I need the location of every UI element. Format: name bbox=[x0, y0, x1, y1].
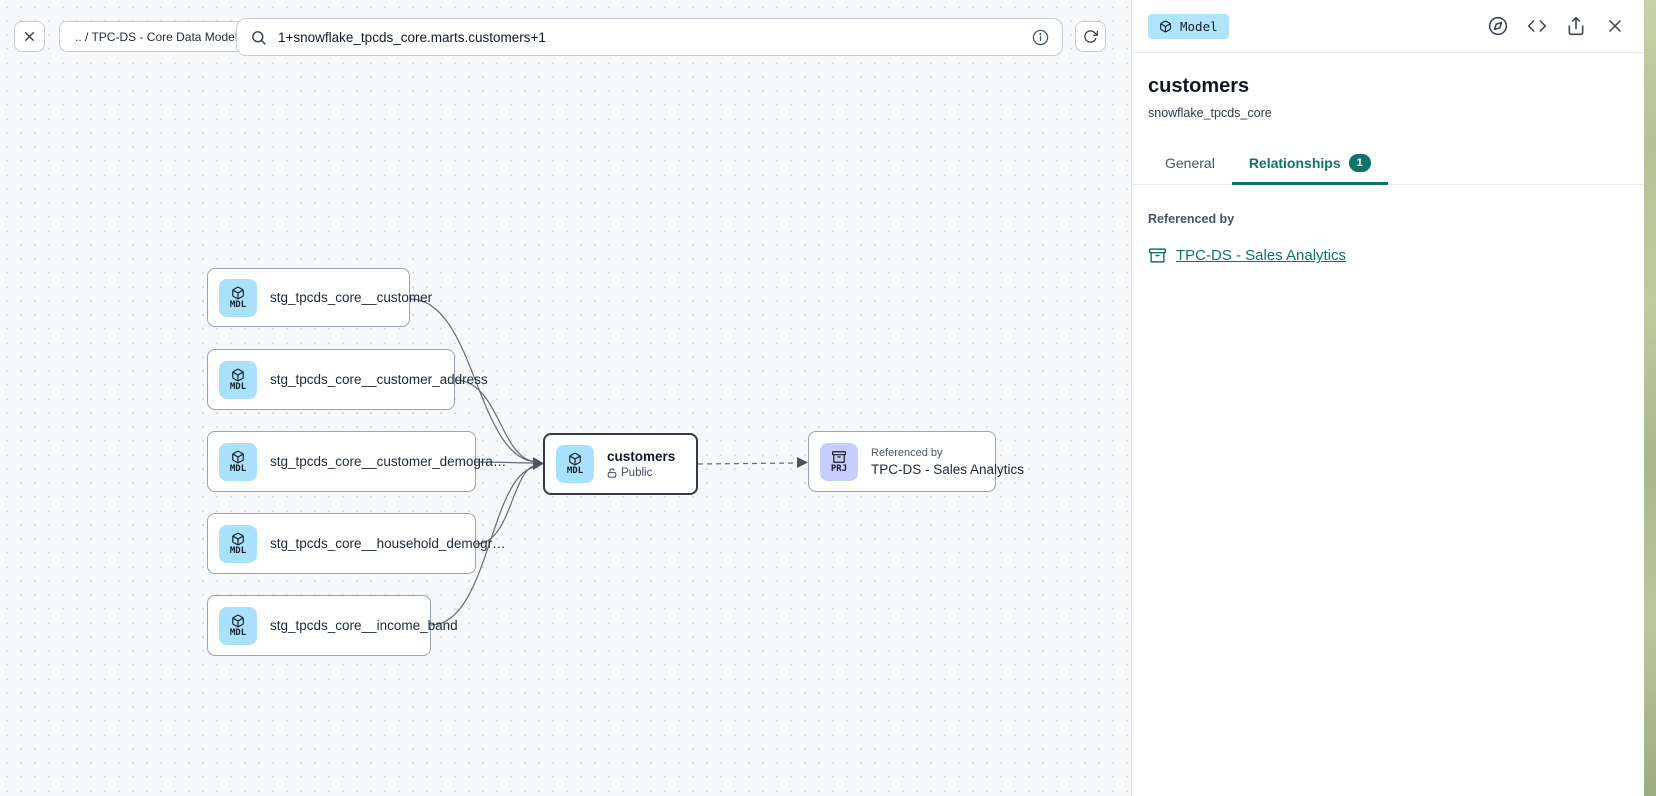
code-icon bbox=[1527, 20, 1547, 32]
referenced-by-heading: Referenced by bbox=[1148, 212, 1235, 227]
panel-tabs: General Relationships 1 bbox=[1132, 144, 1644, 186]
model-node-stg-customer-demographics[interactable]: MDL stg_tpcds_core__customer_demogra… bbox=[207, 431, 506, 492]
node-label: stg_tpcds_core__household_demogr… bbox=[270, 536, 506, 551]
panel-header-actions bbox=[1488, 16, 1625, 36]
tab-general[interactable]: General bbox=[1148, 144, 1232, 184]
refresh-icon bbox=[1084, 30, 1098, 43]
node-label: stg_tpcds_core__customer bbox=[270, 290, 433, 305]
chip-type-label: MDL bbox=[229, 299, 247, 310]
cube-icon bbox=[569, 452, 581, 466]
desktop-wallpaper-sliver bbox=[1644, 0, 1656, 796]
view-code-button[interactable] bbox=[1527, 16, 1547, 36]
model-type-chip: MDL bbox=[219, 360, 257, 399]
explore-lineage-button[interactable] bbox=[1488, 16, 1508, 36]
node-label: stg_tpcds_core__customer_demogra… bbox=[270, 454, 507, 469]
refresh-button[interactable] bbox=[1075, 21, 1106, 52]
model-type-chip: MDL bbox=[219, 278, 257, 317]
chip-type-label: MDL bbox=[229, 463, 247, 474]
share-button[interactable] bbox=[1566, 16, 1586, 36]
lineage-edges bbox=[409, 298, 808, 626]
model-type-chip: MDL bbox=[219, 524, 257, 563]
unlock-icon bbox=[607, 468, 617, 478]
model-type-chip: MDL bbox=[219, 442, 257, 481]
lineage-search-bar bbox=[236, 18, 1063, 56]
project-type-chip: PRJ bbox=[820, 442, 858, 481]
lineage-canvas[interactable]: MDL stg_tpcds_core__customer MDL stg_tpc… bbox=[0, 0, 1131, 796]
model-type-badge-label: Model bbox=[1180, 18, 1218, 34]
visibility-row: Public bbox=[607, 467, 675, 479]
info-icon bbox=[1032, 29, 1049, 45]
tab-relationships-label: Relationships bbox=[1248, 155, 1341, 172]
archive-icon bbox=[832, 450, 846, 463]
model-type-chip: MDL bbox=[556, 445, 594, 483]
node-label: TPC-DS - Sales Analytics bbox=[871, 461, 1025, 477]
model-type-badge: Model bbox=[1148, 13, 1229, 39]
chip-type-label: PRJ bbox=[830, 463, 848, 474]
close-lineage-button[interactable] bbox=[14, 21, 45, 52]
search-input[interactable] bbox=[278, 29, 1021, 45]
cube-icon bbox=[232, 614, 244, 627]
breadcrumb[interactable]: .. / TPC-DS - Core Data Models bbox=[59, 21, 260, 52]
node-kicker: Referenced by bbox=[871, 446, 943, 459]
panel-header: Model bbox=[1132, 0, 1644, 53]
model-node-stg-customer-address[interactable]: MDL stg_tpcds_core__customer_address bbox=[207, 349, 488, 410]
model-node-stg-income-band[interactable]: MDL stg_tpcds_core__income_band bbox=[207, 595, 458, 656]
node-label: stg_tpcds_core__income_band bbox=[270, 618, 458, 633]
model-node-customers[interactable]: MDL customers Public bbox=[543, 433, 698, 495]
chip-type-label: MDL bbox=[229, 381, 247, 392]
compass-icon bbox=[1488, 16, 1508, 36]
chip-type-label: MDL bbox=[229, 545, 247, 556]
page-title: customers bbox=[1148, 75, 1250, 97]
chip-type-label: MDL bbox=[229, 627, 247, 638]
close-icon bbox=[1609, 20, 1621, 32]
details-panel: Model customers snowflake_tpcds_core bbox=[1131, 0, 1644, 796]
node-label: customers bbox=[607, 449, 676, 464]
search-icon bbox=[252, 30, 266, 45]
breadcrumb-label: .. / TPC-DS - Core Data Models bbox=[75, 29, 244, 44]
archive-icon bbox=[1149, 248, 1166, 263]
cube-icon bbox=[232, 368, 244, 381]
panel-title-block: customers snowflake_tpcds_core bbox=[1132, 53, 1644, 120]
close-panel-button[interactable] bbox=[1605, 16, 1625, 36]
cube-icon bbox=[232, 532, 244, 545]
referenced-project-link[interactable]: TPC-DS - Sales Analytics bbox=[1176, 247, 1347, 265]
tab-general-label: General bbox=[1165, 155, 1215, 172]
cube-icon bbox=[232, 286, 244, 299]
relationships-content: Referenced by TPC-DS - Sales Analytics bbox=[1132, 185, 1644, 291]
visibility-label: Public bbox=[621, 467, 653, 479]
schema-subtitle: snowflake_tpcds_core bbox=[1148, 106, 1272, 120]
share-icon bbox=[1568, 16, 1584, 36]
relationships-count-badge: 1 bbox=[1348, 154, 1371, 173]
close-icon bbox=[25, 32, 34, 41]
tab-relationships[interactable]: Relationships 1 bbox=[1231, 144, 1388, 186]
cube-icon bbox=[232, 450, 244, 463]
search-info-button[interactable] bbox=[1032, 29, 1049, 46]
model-type-chip: MDL bbox=[219, 606, 257, 645]
cube-icon bbox=[1160, 20, 1171, 32]
model-node-stg-customer[interactable]: MDL stg_tpcds_core__customer bbox=[207, 268, 432, 327]
node-label: stg_tpcds_core__customer_address bbox=[270, 372, 488, 387]
project-node-sales-analytics[interactable]: PRJ Referenced by TPC-DS - Sales Analyti… bbox=[808, 431, 1024, 492]
chip-type-label: MDL bbox=[566, 466, 584, 476]
edge-arrowhead bbox=[797, 457, 808, 468]
referenced-by-item: TPC-DS - Sales Analytics bbox=[1148, 247, 1628, 264]
model-node-stg-household-demographics[interactable]: MDL stg_tpcds_core__household_demogr… bbox=[207, 513, 506, 574]
